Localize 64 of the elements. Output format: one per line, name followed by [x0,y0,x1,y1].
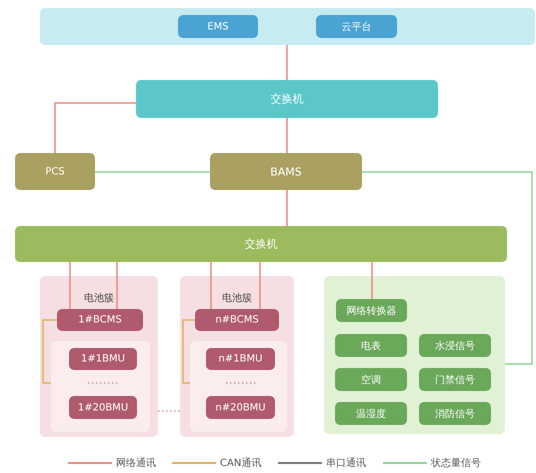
connector-line [210,262,212,309]
node-label: 交换机 [244,236,278,252]
signal-box [419,402,491,425]
cluster-panel [40,276,158,437]
system-box [178,15,258,38]
connector-line [362,171,533,365]
module-box [206,348,275,370]
connector-line [286,190,288,226]
node-label: 门禁信号 [435,374,475,386]
connector-line [69,262,71,309]
node-label: 1#BCMS [78,314,122,326]
controller-box [57,309,143,331]
connector-line [42,319,57,384]
node-label: 消防信号 [435,408,475,420]
node-label: 1#20BMU [78,402,128,413]
module-box [206,396,275,419]
node-label: EMS [207,21,229,32]
controller-box [195,309,279,331]
switch-box [15,226,507,262]
cluster-panel [180,276,294,437]
connector-line [182,319,195,384]
module-group-panel [190,341,287,432]
node-label: n#20BMU [215,402,266,413]
device-box [15,153,95,190]
legend-label: 网络通讯 [116,456,156,470]
group-title: 电池簇 [84,292,114,305]
node-label: 电表 [361,340,381,352]
node-label: n#BCMS [215,314,259,326]
group-title: 电池簇 [222,292,252,305]
node-label: 空调 [361,374,381,386]
signal-box [419,334,491,357]
module-group-panel [51,341,150,432]
connector-line [371,262,373,299]
node-label: BAMS [270,165,302,178]
connector-line [54,102,136,153]
device-box [335,334,407,357]
auxiliary-panel [324,276,505,434]
device-box [210,153,362,190]
node-label: n#1BMU [218,354,262,364]
connector-line [286,45,288,80]
system-box [316,15,397,38]
legend-label: CAN通讯 [220,456,262,470]
node-label: 1#1BMU [81,354,125,364]
switch-box [136,80,438,118]
connector-line [116,262,118,309]
connector-line [259,262,261,309]
device-box [335,368,407,391]
converter-box [336,299,407,322]
module-box [69,396,137,419]
signal-box [419,368,491,391]
node-label: 水浸信号 [435,340,475,352]
connector-line [286,118,288,153]
node-label: 网络转换器 [346,304,396,318]
module-box [69,348,137,370]
connector-line [95,171,210,173]
node-label: PCS [45,166,65,177]
device-box [335,402,407,425]
legend-label: 状态量信号 [431,456,481,470]
connector-line [158,410,180,412]
node-label: 温湿度 [356,408,386,420]
legend-label: 串口通讯 [326,456,366,470]
node-label: 云平台 [342,20,372,34]
node-label: 交换机 [270,92,304,106]
platform-band [40,8,535,45]
